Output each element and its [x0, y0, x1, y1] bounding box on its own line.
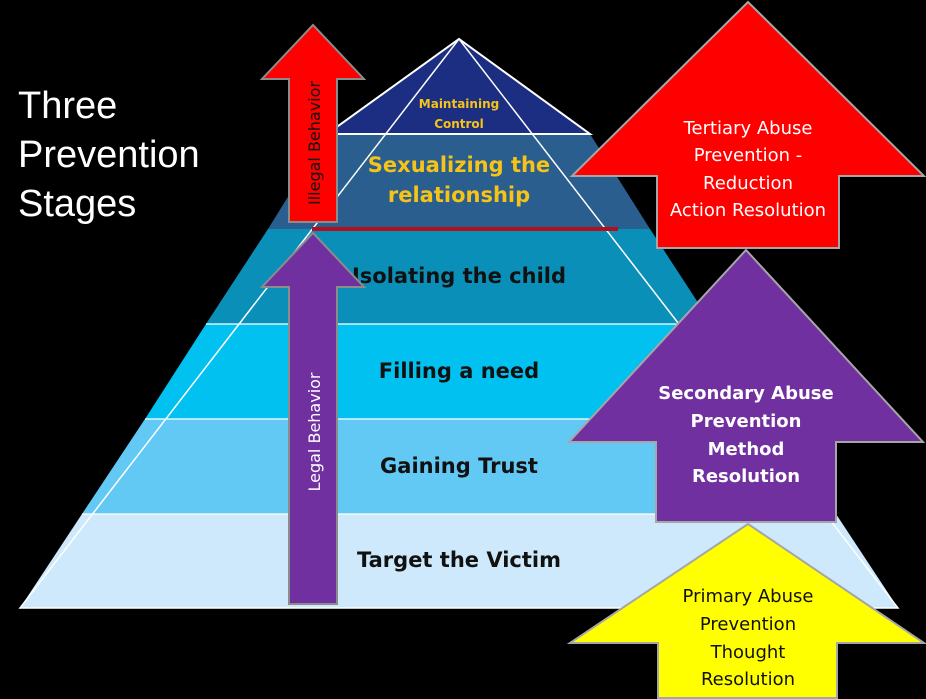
secondary-line-3: Method [708, 439, 785, 460]
level-label-target-victim: Target the Victim [357, 548, 561, 572]
secondary-line-2: Prevention [691, 411, 802, 432]
level-label-maintaining-line1: Maintaining [419, 97, 499, 111]
primary-line-2: Prevention [700, 614, 796, 635]
tertiary-prevention-arrow [569, 0, 926, 249]
secondary-line-1: Secondary Abuse [658, 383, 833, 404]
slide-title-line-2: Prevention [18, 134, 200, 176]
slide-title-line-1: Three [18, 85, 118, 127]
pyramid-level-sexualizing [268, 134, 650, 229]
slide-title: Three Prevention Stages [18, 82, 248, 229]
tertiary-line-1: Tertiary Abuse [683, 118, 813, 139]
illegal-behavior-label: Illegal Behavior [305, 81, 324, 205]
tertiary-line-3: Reduction [703, 173, 793, 194]
legal-behavior-arrow [259, 231, 367, 605]
primary-line-1: Primary Abuse [683, 586, 814, 607]
primary-line-4: Resolution [701, 669, 795, 690]
level-label-isolating-child: Isolating the child [352, 264, 566, 288]
tertiary-line-2: Prevention - [694, 145, 802, 166]
primary-prevention-arrow [566, 522, 926, 699]
secondary-line-4: Resolution [692, 466, 800, 487]
level-label-gaining-trust: Gaining Trust [380, 454, 538, 478]
level-label-maintaining-line2: Control [434, 117, 484, 131]
primary-line-3: Thought [710, 642, 786, 663]
level-label-sexualizing-line1: Sexualizing the [368, 153, 550, 177]
secondary-prevention-arrow [566, 248, 926, 523]
legal-behavior-label: Legal Behavior [305, 372, 324, 491]
illegal-behavior-arrow [259, 23, 367, 223]
level-label-filling-need: Filling a need [379, 359, 539, 383]
tertiary-line-4: Action Resolution [670, 200, 826, 221]
slide-title-line-3: Stages [18, 183, 137, 225]
level-label-sexualizing-line2: relationship [388, 183, 530, 207]
